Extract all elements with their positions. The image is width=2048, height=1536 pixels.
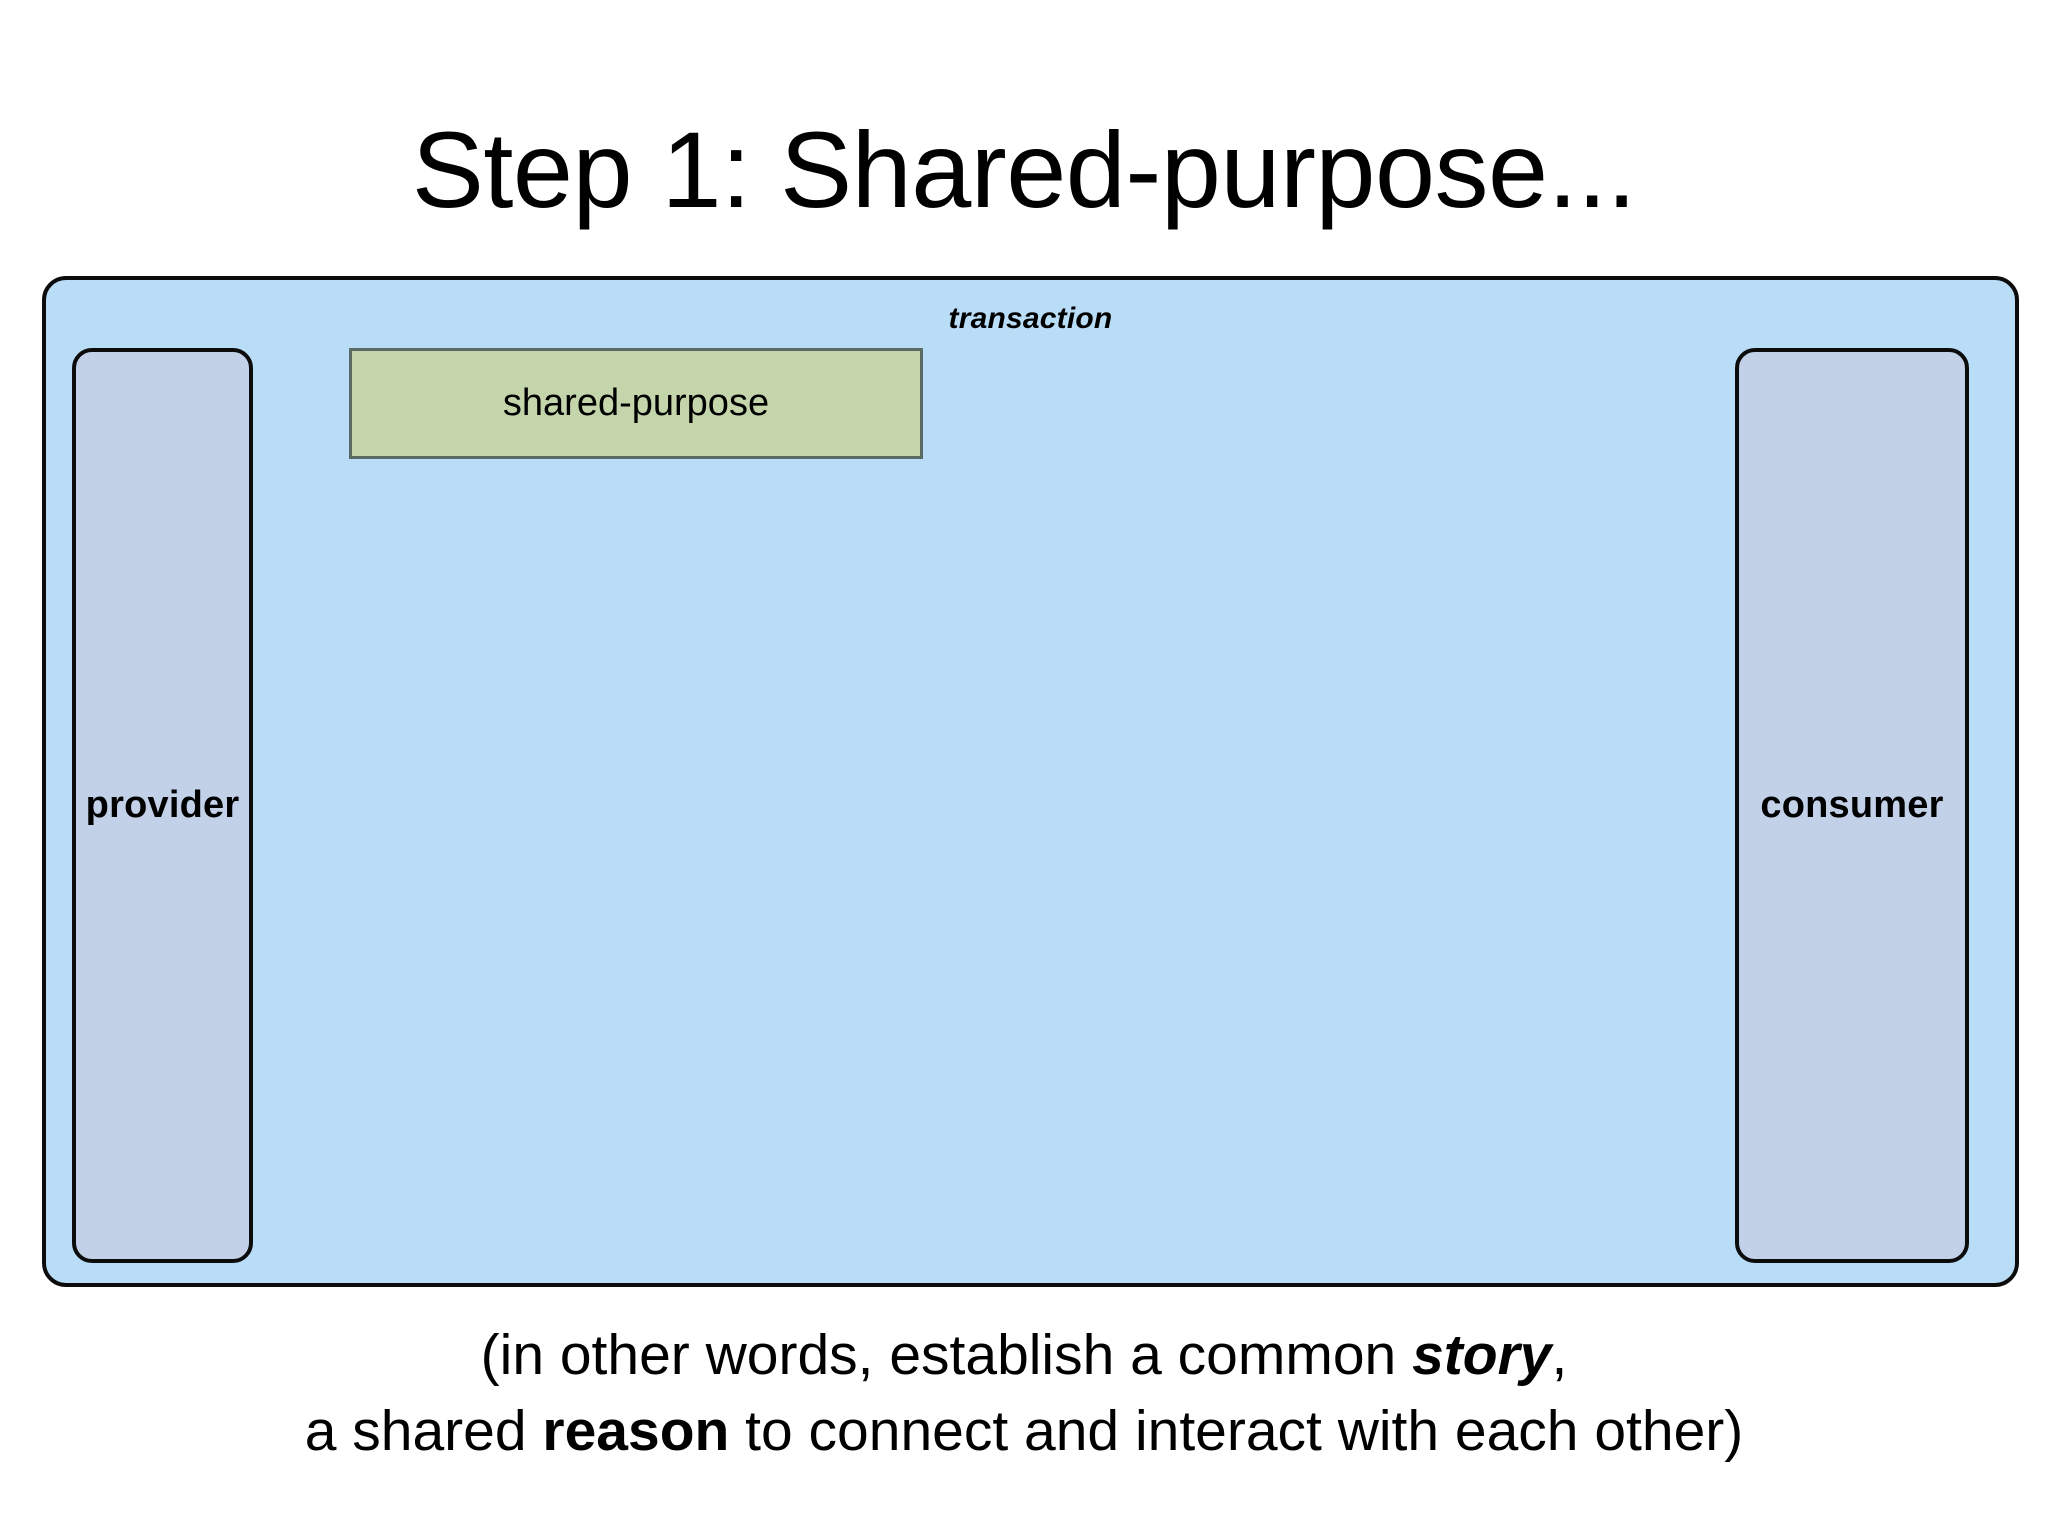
caption-emphasis-reason: reason (542, 1398, 730, 1463)
caption-line-1: (in other words, establish a common stor… (0, 1318, 2048, 1394)
provider-label: provider (85, 784, 240, 826)
caption-line-1-suffix: , (1551, 1323, 1568, 1387)
shared-purpose-label: shared-purpose (502, 382, 770, 424)
caption-line-2-suffix: to connect and interact with each other) (729, 1398, 1744, 1463)
caption: (in other words, establish a common stor… (0, 1318, 2048, 1470)
caption-line-2: a shared reason to connect and interact … (0, 1394, 2048, 1470)
shared-purpose-box: shared-purpose (349, 348, 923, 459)
transaction-label: transaction (948, 302, 1113, 335)
consumer-lane: consumer (1735, 348, 1969, 1263)
caption-line-1-prefix: (in other words, establish a common (480, 1323, 1413, 1387)
caption-line-2-prefix: a shared (304, 1398, 543, 1463)
caption-emphasis-story: story (1412, 1323, 1552, 1387)
consumer-label: consumer (1760, 784, 1944, 826)
provider-lane: provider (72, 348, 253, 1263)
page-title: Step 1: Shared-purpose... (411, 109, 1637, 231)
transaction-container: transaction provider shared-purpose cons… (42, 276, 2019, 1287)
